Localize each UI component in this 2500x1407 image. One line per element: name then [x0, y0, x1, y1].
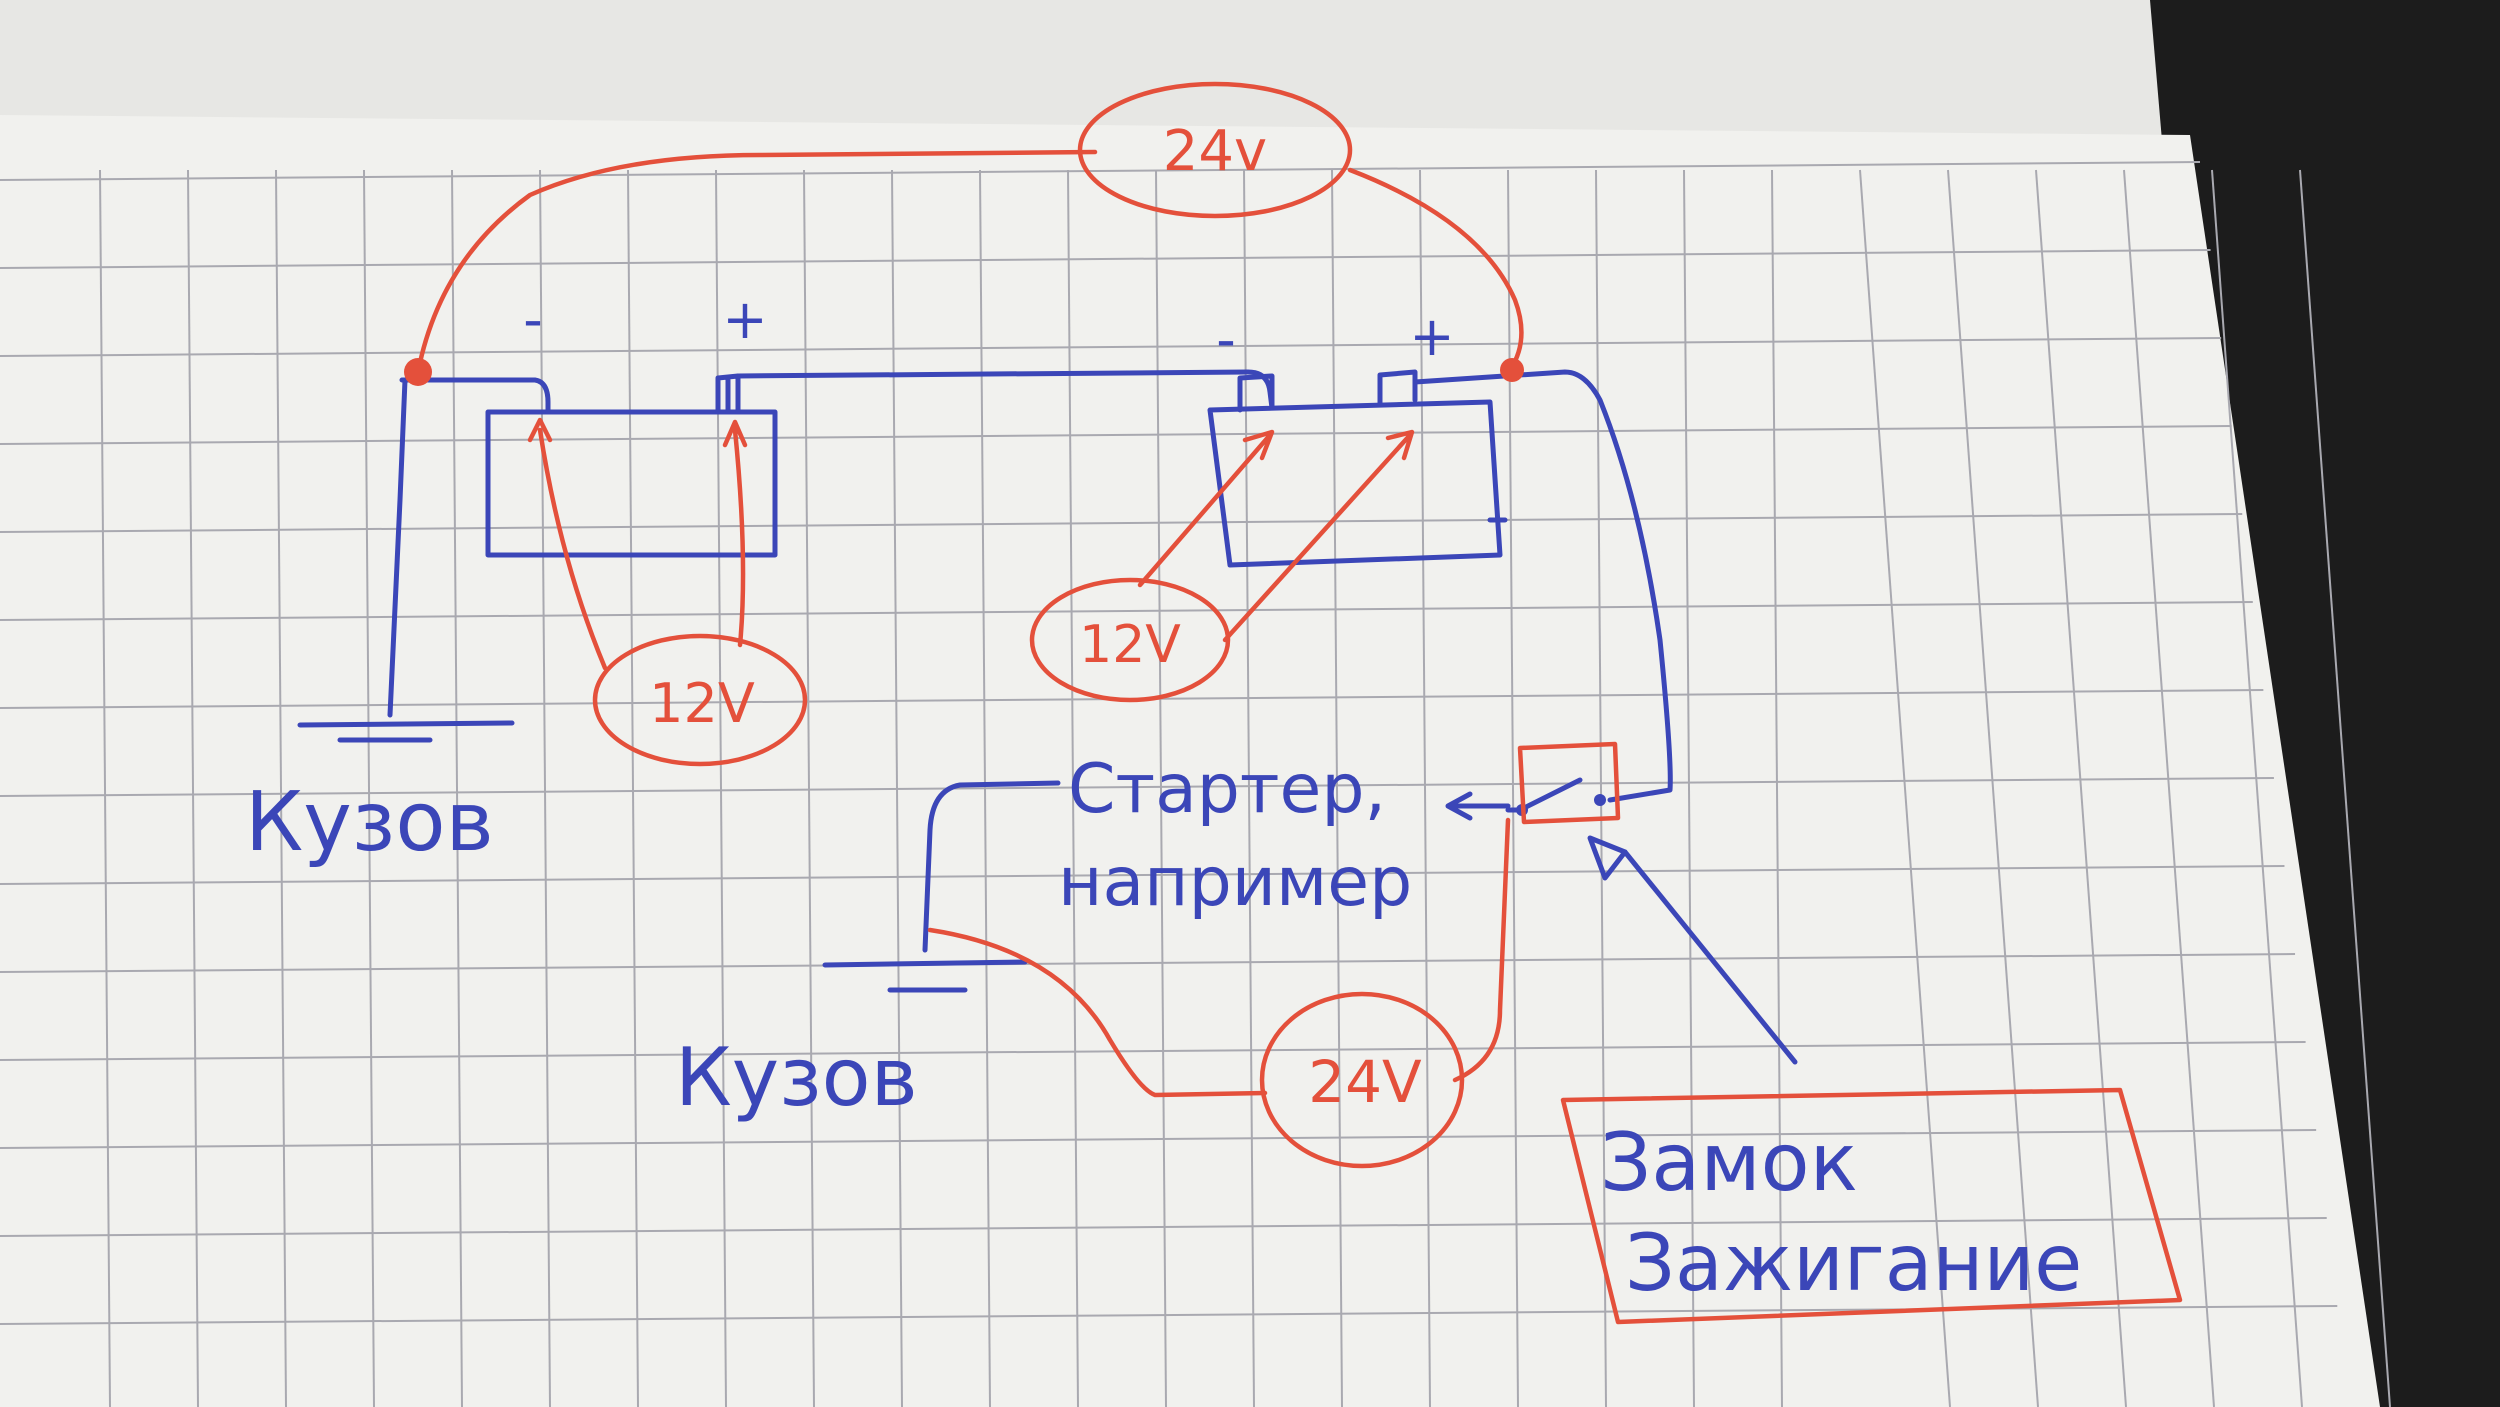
grid-line-vertical	[1771, 169, 1783, 1407]
ground-label-right: Кузов	[675, 1031, 918, 1124]
junction-dot-left	[404, 358, 432, 386]
voltmeter-starter-circle	[1259, 991, 1465, 1169]
grid-line-vertical	[1419, 169, 1431, 1407]
grid-line-vertical	[187, 169, 199, 1407]
ignition-switch-box	[1517, 741, 1621, 825]
grid-line-vertical	[1595, 169, 1607, 1407]
ignition-label-line1: Замок	[1600, 1116, 1858, 1209]
grid-line-horizontal	[0, 425, 2232, 445]
grid-line-vertical	[2123, 169, 2215, 1407]
right-meter-probe-plus	[1222, 429, 1415, 643]
ground-label-left: Кузов	[245, 775, 494, 870]
grid-line-horizontal	[0, 337, 2222, 357]
grid-line-horizontal	[0, 249, 2211, 269]
grid-line-vertical	[627, 169, 639, 1407]
grid-line-vertical	[275, 169, 287, 1407]
right-battery-plus-sign: +	[1409, 305, 1454, 368]
voltmeter-starter-label: 24V	[1308, 1048, 1422, 1116]
grid-line-horizontal	[0, 1041, 2306, 1061]
grid-line-vertical	[451, 169, 463, 1407]
left-battery-body	[485, 409, 778, 558]
grid-line-vertical	[1331, 169, 1343, 1407]
grid-line-horizontal	[0, 161, 2201, 181]
top-24v-wire-left	[415, 149, 1098, 375]
grid-line-vertical	[1683, 169, 1695, 1407]
right-battery-plus-terminal	[1377, 369, 1418, 407]
grid-line-horizontal	[0, 953, 2296, 973]
right-battery-minus-sign: -	[1216, 308, 1236, 371]
left-battery-plus-sign: +	[722, 288, 767, 351]
ground-symbol-left	[297, 720, 515, 743]
junction-dot-right	[1500, 358, 1524, 382]
grid-line-vertical	[2211, 169, 2303, 1407]
grid-line-vertical	[1155, 169, 1167, 1407]
starter-label-line2: например	[1058, 843, 1412, 922]
starter-24v-wire-right	[1452, 817, 1511, 1083]
grid-line-vertical	[2299, 169, 2391, 1407]
grid-line-horizontal	[0, 1129, 2317, 1149]
paper-sheet	[0, 115, 2380, 1407]
ground-wire-left	[387, 377, 408, 718]
grid-line-horizontal	[0, 865, 2285, 885]
ignition-label-box	[1560, 1087, 2183, 1325]
left-battery-minus-terminal	[399, 377, 551, 415]
right-meter-probe-minus	[1137, 429, 1275, 588]
grid-line-vertical	[1859, 169, 1951, 1407]
left-meter-probe-minus	[527, 417, 608, 671]
grid-line-horizontal	[0, 777, 2274, 797]
starter-ground-wire	[922, 780, 1061, 953]
starter-label-line1: Стартер,	[1068, 750, 1386, 829]
grid-line-vertical	[99, 169, 111, 1407]
ground-symbol-right	[822, 959, 1028, 993]
top-24v-wire-right	[1347, 167, 1524, 373]
ignition-switch-contact	[1594, 794, 1606, 806]
switch-to-starter-arrow	[1445, 791, 1511, 821]
ignition-label-line2: Зажигание	[1625, 1219, 2082, 1309]
voltmeter-top-label: 24v	[1163, 119, 1267, 184]
right-battery-body	[1207, 399, 1503, 568]
voltmeter-right-label: 12V	[1079, 615, 1181, 675]
left-meter-probe-plus	[722, 419, 748, 648]
grid-line-horizontal	[0, 513, 2243, 533]
grid-line-horizontal	[0, 1217, 2327, 1237]
right-battery-minus-terminal	[1237, 373, 1275, 413]
grid-line-vertical	[539, 169, 551, 1407]
left-battery-plus-terminal	[715, 373, 741, 415]
ignition-pointer-arrowhead	[1587, 835, 1628, 881]
voltmeter-left-label: 12V	[649, 672, 755, 735]
ignition-pointer-line	[1622, 849, 1798, 1065]
grid-line-horizontal	[0, 601, 2253, 621]
voltmeter-top-circle	[1077, 81, 1353, 219]
starter-24v-wire-left	[927, 927, 1268, 1098]
plus-to-ignition-wire	[1412, 369, 1673, 803]
grid-line-vertical	[363, 169, 375, 1407]
grid-line-vertical	[2035, 169, 2127, 1407]
left-battery-minus-sign: -	[523, 288, 543, 351]
grid-line-vertical	[1947, 169, 2039, 1407]
voltmeter-left-circle	[592, 633, 808, 767]
